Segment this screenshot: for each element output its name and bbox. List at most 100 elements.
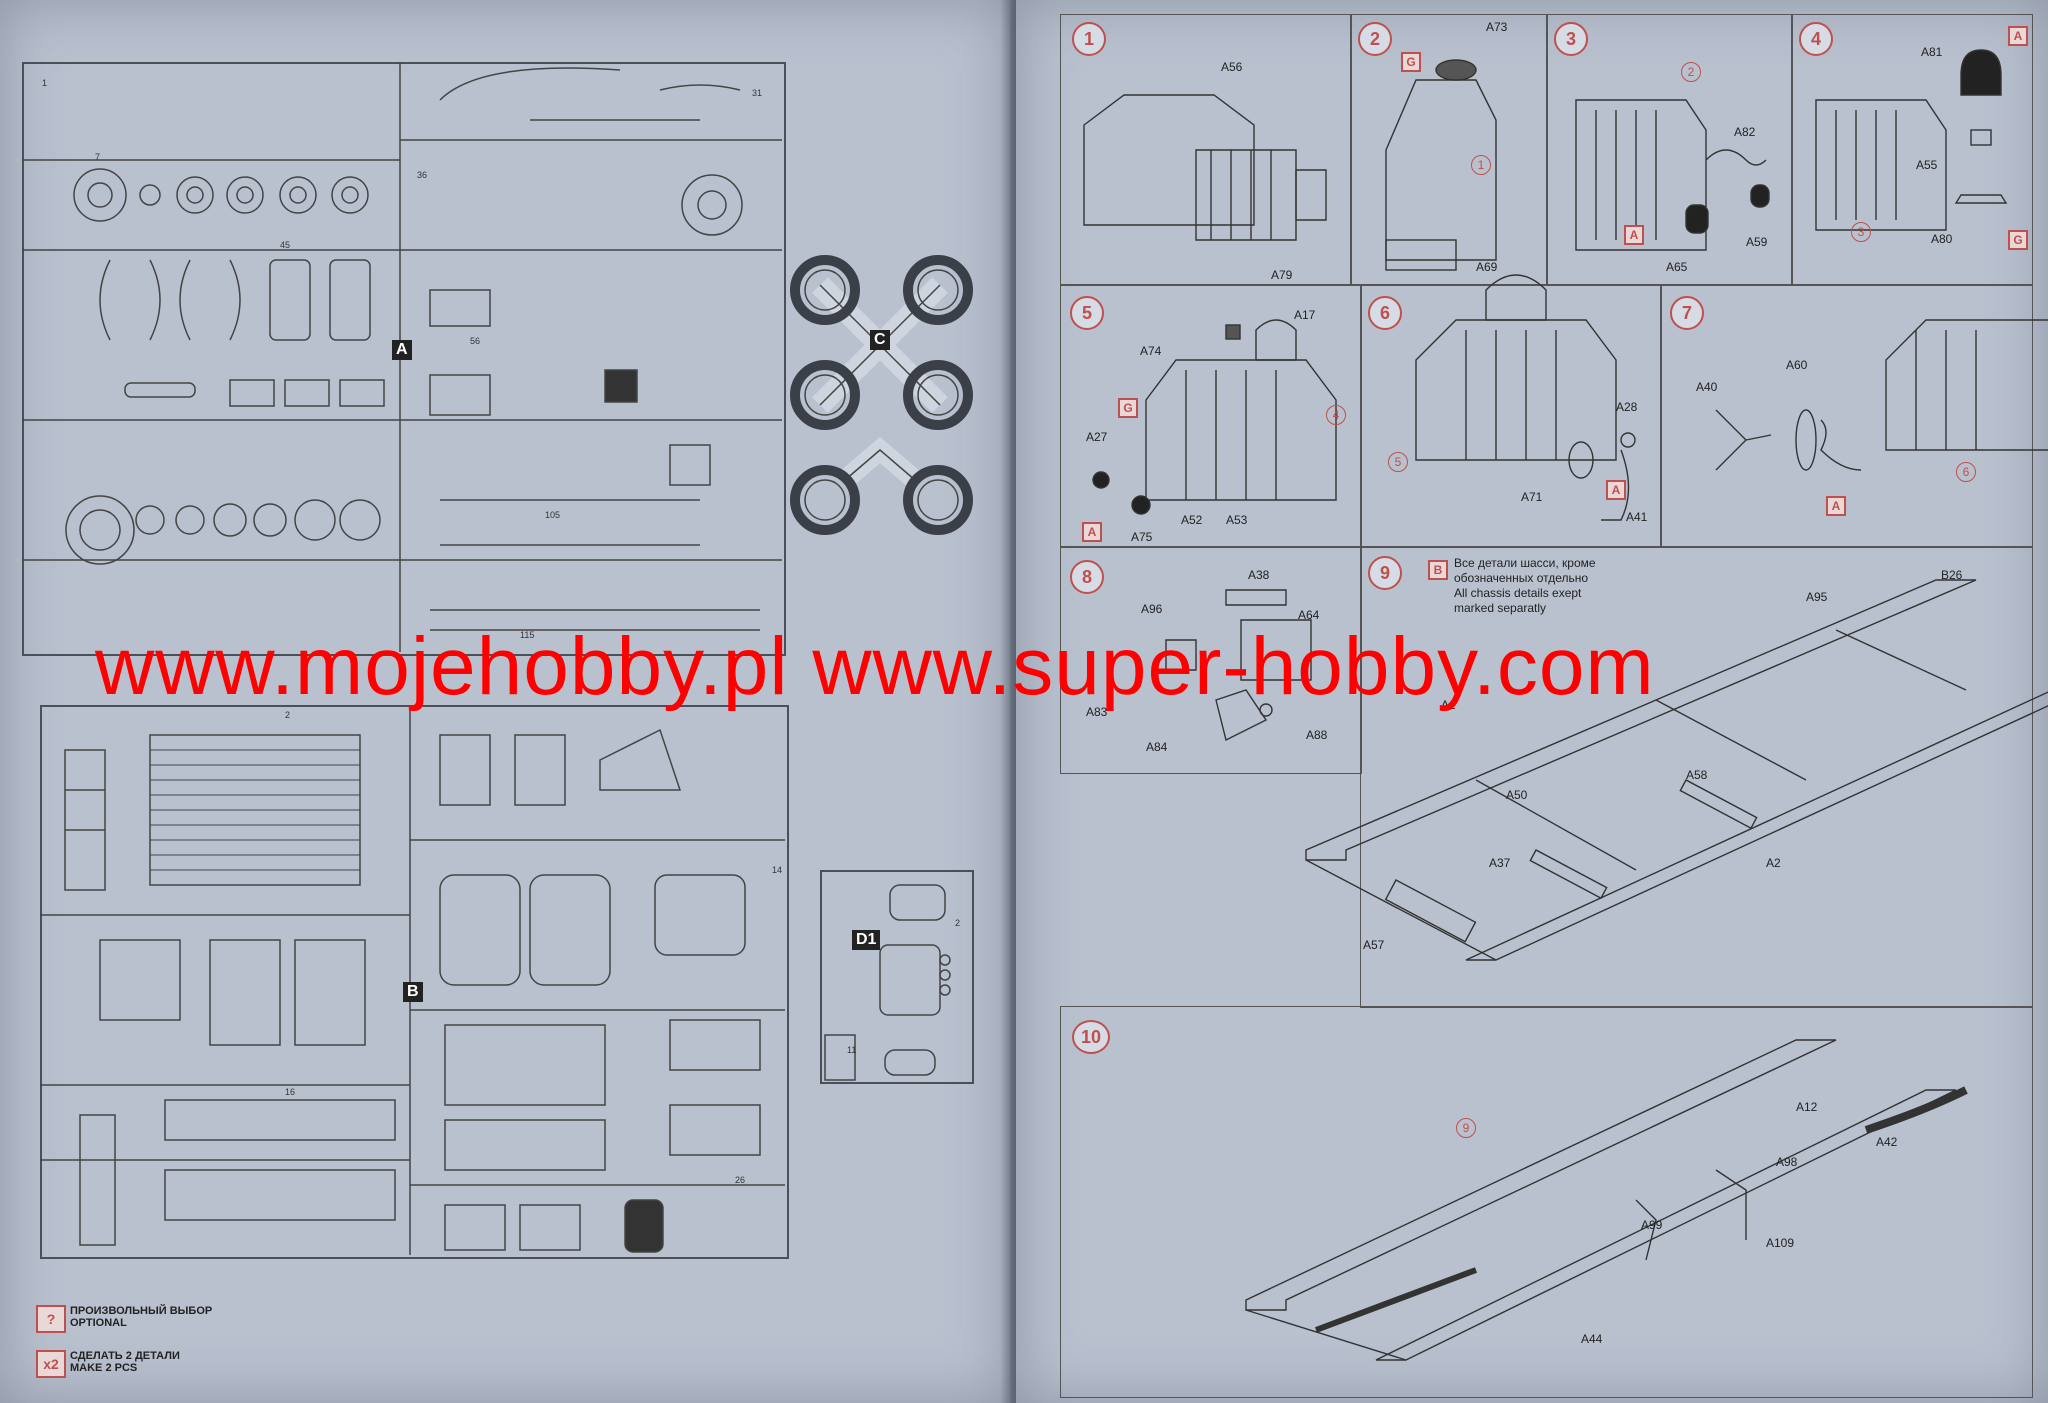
tag-a: A [1826, 496, 1846, 516]
step-number-5: 5 [1070, 296, 1104, 330]
step-6-box [1360, 284, 1662, 548]
part-label-b26: B26 [1941, 568, 1963, 582]
step-number-8: 8 [1070, 560, 1104, 594]
part-label-a28: A28 [1616, 400, 1638, 414]
step-number-6: 6 [1368, 296, 1402, 330]
part-number: 11 [847, 1045, 857, 1055]
step-2-box [1350, 14, 1548, 286]
part-number: 1 [42, 78, 48, 88]
step-3-box [1546, 14, 1793, 286]
part-number: 56 [470, 336, 481, 346]
part-label-a98: A98 [1776, 1155, 1798, 1169]
part-label-a82: A82 [1734, 125, 1756, 139]
part-label-a71: A71 [1521, 490, 1543, 504]
legend-optional: ? ПРОИЗВОЛЬНЫЙ ВЫБОР OPTIONAL [36, 1305, 213, 1333]
note-en-line-2: marked separatly [1454, 601, 1547, 615]
optional-icon: ? [36, 1305, 66, 1333]
step-number-7: 7 [1670, 296, 1704, 330]
part-label-a59: A59 [1746, 235, 1768, 249]
sprue-b-label: B [403, 982, 423, 1002]
part-label-a96: A96 [1141, 602, 1163, 616]
step-4-box [1791, 14, 2033, 286]
part-number: 45 [280, 240, 291, 250]
sprue-d1-drawing [824, 884, 951, 1081]
assembly-drawings [1083, 49, 2048, 1361]
part-number: 2 [955, 918, 961, 928]
sprue-c-label: C [870, 330, 890, 350]
step-ref-3: 3 [1851, 222, 1871, 242]
step-ref-6: 6 [1956, 462, 1976, 482]
part-label-a53: A53 [1226, 513, 1248, 527]
watermark: www.mojehobby.pl www.super-hobby.com [95, 621, 1655, 712]
tag-b: B [1428, 560, 1448, 580]
part-label-a80: A80 [1931, 232, 1953, 246]
part-label-a42: A42 [1876, 1135, 1898, 1149]
part-label-a81: A81 [1921, 45, 1943, 59]
part-label-a84: A84 [1146, 740, 1168, 754]
part-label-a83: A83 [1086, 705, 1108, 719]
step-number-1: 1 [1072, 22, 1106, 56]
part-label-a74: A74 [1140, 344, 1162, 358]
legend-make-two-en: MAKE 2 PCS [70, 1362, 138, 1374]
step-ref-4: 4 [1326, 405, 1346, 425]
step-10-box [1060, 1006, 2033, 1398]
step-number-10: 10 [1072, 1020, 1110, 1054]
sprue-a-label: A [392, 340, 412, 360]
tag-a: A [2008, 26, 2028, 46]
legend-make-two-ru: СДЕЛАТЬ 2 ДЕТАЛИ [70, 1350, 180, 1362]
note-ru-line-2: обозначенных отдельно [1454, 571, 1589, 585]
part-label-a57: A57 [1363, 938, 1385, 952]
step-ref-5: 5 [1388, 452, 1408, 472]
part-label-a58: A58 [1686, 768, 1708, 782]
legend-optional-en: OPTIONAL [70, 1317, 127, 1329]
right-page-assembly-steps: 1 2 3 4 5 6 7 8 9 10 [1016, 0, 2048, 1403]
part-label-a44: A44 [1581, 1332, 1603, 1346]
step-ref-1: 1 [1471, 155, 1491, 175]
part-label-a69: A69 [1476, 260, 1498, 274]
step-number-3: 3 [1554, 22, 1588, 56]
part-label-a40: A40 [1696, 380, 1718, 394]
part-label-a64: A64 [1298, 608, 1320, 622]
step-9-note: Все детали шасси, кроме обозначенных отд… [1454, 556, 1596, 616]
sprue-b-frame [40, 705, 789, 1259]
part-label-a65: A65 [1666, 260, 1688, 274]
note-ru-line-1: Все детали шасси, кроме [1454, 556, 1596, 570]
sprue-d1-label: D1 [852, 930, 881, 950]
sprue-d1-frame [820, 870, 974, 1084]
tag-a: A [1082, 522, 1102, 542]
part-number: 115 [520, 630, 535, 640]
part-label-a55: A55 [1916, 158, 1938, 172]
part-label-a52: A52 [1181, 513, 1203, 527]
sprue-a-frame [22, 62, 786, 656]
part-number: 36 [417, 170, 428, 180]
step-1-box [1060, 14, 1352, 286]
part-label-a17: A17 [1294, 308, 1316, 322]
part-number: 105 [545, 510, 561, 520]
tag-a: A [1606, 480, 1626, 500]
tag-g: G [1118, 398, 1138, 418]
part-label-a27: A27 [1086, 430, 1108, 444]
part-label-a79: A79 [1271, 268, 1293, 282]
note-en-line-1: All chassis details exept [1454, 586, 1582, 600]
step-number-9: 9 [1368, 556, 1402, 590]
left-page-parts-map: A [0, 0, 1010, 1403]
part-number: 2 [285, 710, 291, 720]
part-label-a56: A56 [1221, 60, 1243, 74]
part-label-a2: A2 [1766, 856, 1781, 870]
part-label-a109: A109 [1766, 1236, 1795, 1250]
step-8-box [1060, 546, 1362, 774]
legend-optional-ru: ПРОИЗВОЛЬНЫЙ ВЫБОР [70, 1305, 213, 1317]
part-label-a88: A88 [1306, 728, 1328, 742]
part-label-a95: A95 [1806, 590, 1828, 604]
step-number-2: 2 [1358, 22, 1392, 56]
part-label-a38: A38 [1248, 568, 1270, 582]
step-7-box [1660, 284, 2033, 548]
part-number: 31 [752, 88, 763, 98]
part-label-a75: A75 [1131, 530, 1153, 544]
step-ref-9: 9 [1456, 1118, 1476, 1138]
part-number: 7 [95, 152, 101, 162]
tag-g: G [2008, 230, 2028, 250]
part-label-a1: A1 [1441, 698, 1456, 712]
make-two-icon: x2 [36, 1350, 66, 1378]
part-label-a60: A60 [1786, 358, 1808, 372]
